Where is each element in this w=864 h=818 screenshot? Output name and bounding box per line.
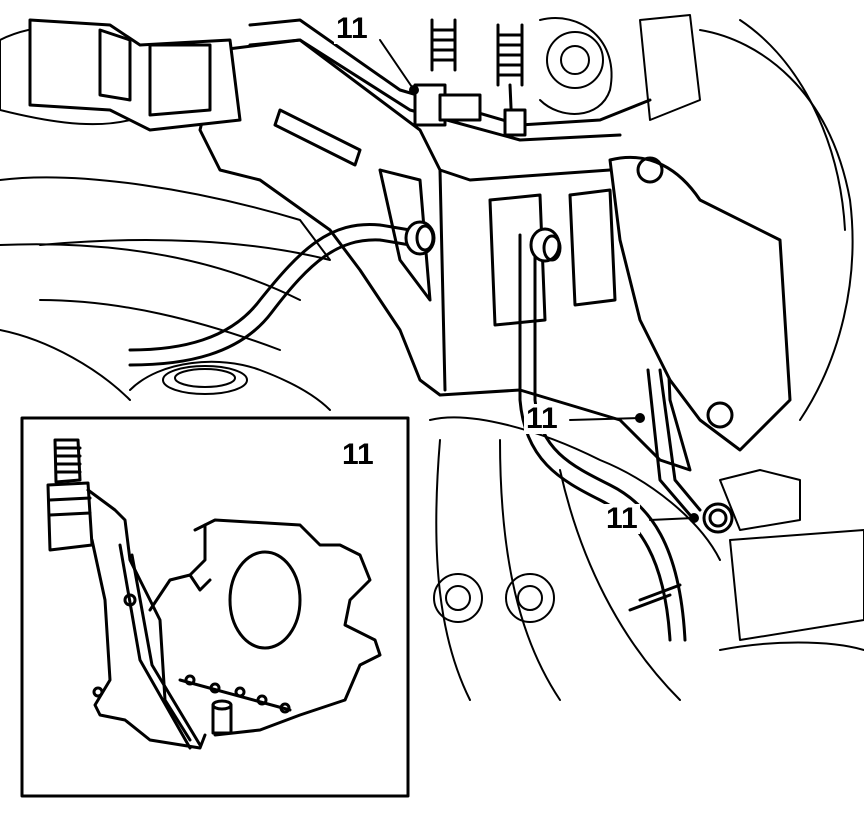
bracket-plate xyxy=(198,38,792,472)
callout-label-top: 11 xyxy=(334,12,370,45)
callout-leaders xyxy=(379,39,699,523)
callout-label-lower-right: 11 xyxy=(604,502,640,535)
inset-bracket-detail xyxy=(46,438,382,750)
inset-label: 11 xyxy=(342,438,374,471)
background-engine-parts xyxy=(0,14,864,701)
cable-routing xyxy=(128,220,734,642)
upper-linkage xyxy=(28,18,652,142)
callout-label-mid-right: 11 xyxy=(524,402,560,435)
